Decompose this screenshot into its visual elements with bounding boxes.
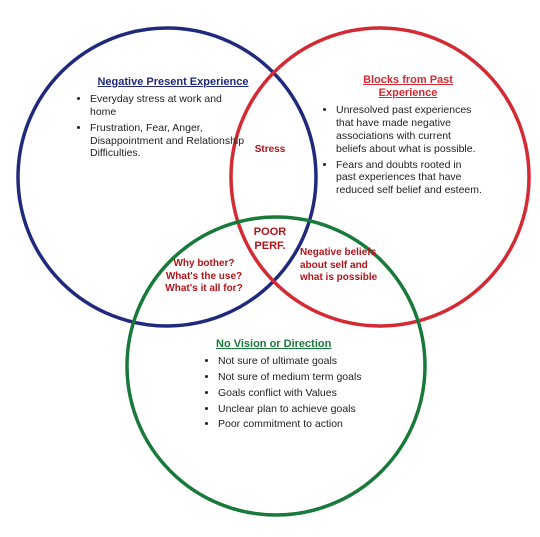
list-item: Goals conflict with Values xyxy=(218,387,366,400)
circle-vision-direction xyxy=(125,215,427,517)
overlap-why-bother-label: Why bother? What's the use? What's it al… xyxy=(165,258,243,294)
list-item: Frustration, Fear, Anger, Disappointment… xyxy=(90,122,250,160)
list-item: Poor commitment to action xyxy=(218,418,366,431)
vision-direction-title: No Vision or Direction xyxy=(216,338,332,350)
list-item: Everyday stress at work and home xyxy=(90,93,250,119)
overlap-negative-beliefs-label: Negative beliefs about self and what is … xyxy=(300,247,378,283)
center-poor-performance-label: POOR PERF. xyxy=(253,226,287,252)
present-experience-block: Negative Present Experience Everyday str… xyxy=(74,76,250,163)
list-item: Unresolved past experiences that have ma… xyxy=(336,104,482,155)
past-experience-block: Blocks from Past Experience Unresolved p… xyxy=(320,74,482,200)
list-item: Unclear plan to achieve goals xyxy=(218,403,366,416)
list-item: Fears and doubts rooted in past experien… xyxy=(336,159,482,197)
list-item: Not sure of medium term goals xyxy=(218,371,366,384)
vision-direction-list: Not sure of ultimate goals Not sure of m… xyxy=(202,355,366,431)
past-experience-title: Blocks from Past Experience xyxy=(363,74,453,100)
vision-direction-block: No Vision or Direction Not sure of ultim… xyxy=(202,338,366,434)
present-experience-list: Everyday stress at work and home Frustra… xyxy=(74,93,250,160)
list-item: Not sure of ultimate goals xyxy=(218,355,366,368)
circle-past-experience xyxy=(229,26,531,328)
overlap-stress-label: Stress xyxy=(254,144,286,155)
present-experience-title: Negative Present Experience xyxy=(97,76,249,88)
past-experience-list: Unresolved past experiences that have ma… xyxy=(320,104,482,197)
circle-present-experience xyxy=(16,26,318,328)
